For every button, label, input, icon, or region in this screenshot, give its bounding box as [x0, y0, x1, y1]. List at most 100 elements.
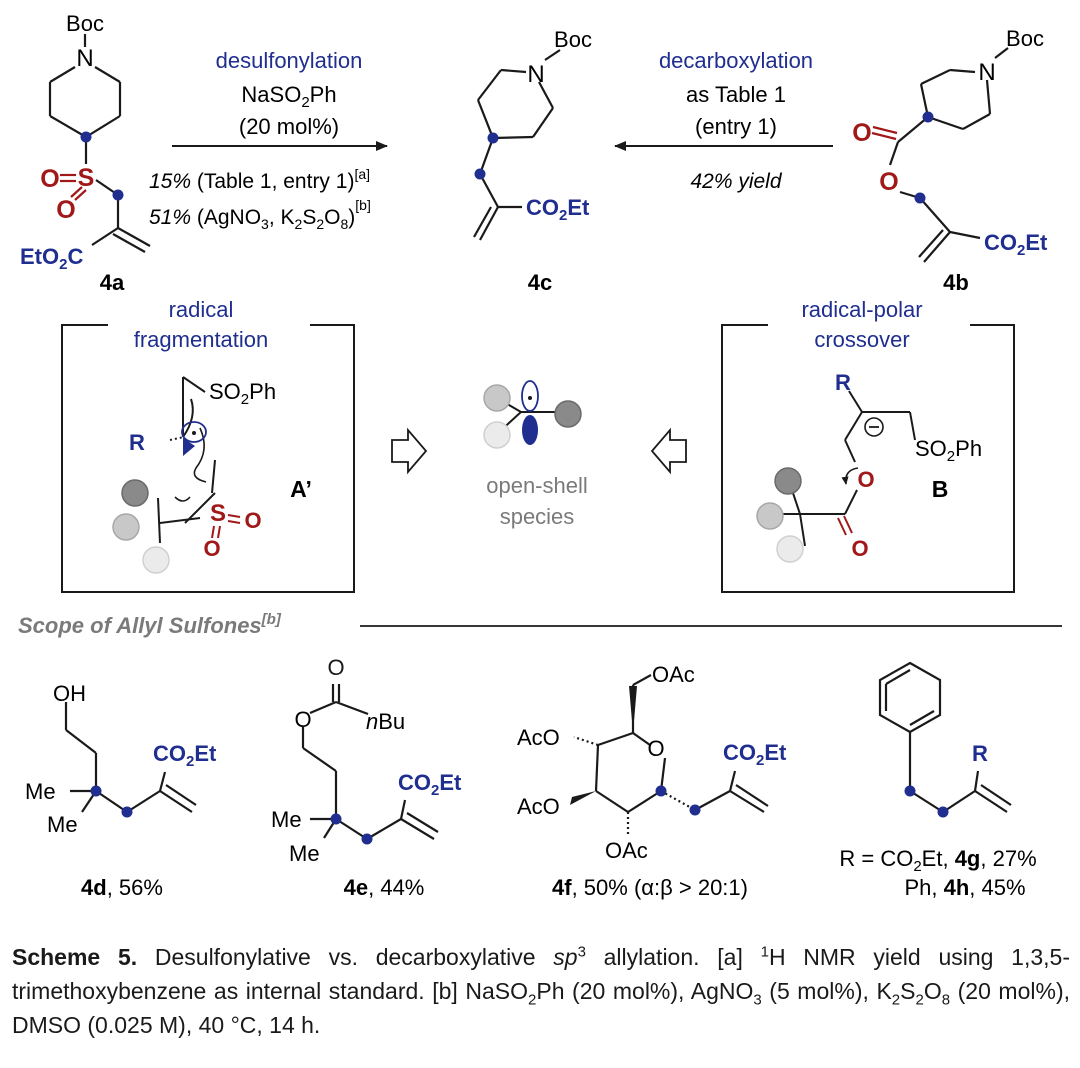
intermediate-label-b: B	[932, 476, 949, 502]
fragmentation-title-1: radical	[169, 297, 234, 322]
radical-dot	[904, 785, 916, 797]
o-label-4a-1: O	[40, 165, 59, 193]
open-shell-species-model	[483, 380, 582, 449]
co2et-label-4e: CO2Et	[398, 770, 462, 799]
o-label-b-1: O	[857, 467, 874, 492]
caption-text: Ph (20 mol%), AgNO	[536, 978, 754, 1004]
open-shell-label-2: species	[500, 504, 575, 529]
n-label-4a: N	[76, 45, 93, 72]
yield-4h: Ph, 4h, 45%	[904, 875, 1025, 900]
compound-4c	[473, 49, 561, 241]
co2et-label-4b: CO2Et	[984, 230, 1048, 259]
aco-label-4f-2: AcO	[517, 794, 560, 819]
yield-4f: 4f, 50% (α:β > 20:1)	[552, 875, 748, 900]
o-label-4f: O	[647, 736, 664, 761]
oac-label-4f-2: OAc	[605, 838, 648, 863]
r-group-b: R	[835, 370, 851, 395]
radical-dot	[914, 192, 926, 204]
yield-4g: R = CO2Et, 4g, 27%	[839, 846, 1036, 875]
open-shell-label-1: open-shell	[486, 473, 588, 498]
boc-label-4b: Boc	[1006, 26, 1044, 51]
caption-sup: 1	[760, 943, 769, 961]
yield-4e: 4e, 44%	[344, 875, 425, 900]
intermediate-label-a: A’	[290, 476, 312, 502]
o-label-b-2: O	[851, 536, 868, 561]
scope-title: Scope of Allyl Sulfones[b]	[18, 611, 282, 638]
radical-dot	[689, 804, 701, 816]
boc-label-4c: Boc	[554, 27, 592, 52]
intermediate-a-structure	[157, 376, 216, 544]
o-label-4a-2: O	[56, 196, 75, 224]
compound-label-4c: 4c	[528, 270, 552, 295]
o-label-a-2: O	[203, 536, 220, 561]
so2ph-label-a: SO2Ph	[209, 379, 276, 408]
aco-label-4f-1: AcO	[517, 725, 560, 750]
caption-text: (5 mol%), K	[761, 978, 892, 1004]
nbu-label-4e: nBu	[366, 709, 405, 734]
decarboxylation-label: decarboxylation	[659, 48, 813, 73]
me-label-4d-2: Me	[47, 812, 78, 837]
o-label-a-1: O	[244, 508, 261, 533]
eto2c-label-4a: EtO2C	[20, 244, 83, 273]
oh-label-4d: OH	[53, 681, 86, 706]
yield-4d: 4d, 56%	[81, 875, 163, 900]
o-label-4b-1: O	[852, 119, 871, 147]
caption-sup: 3	[577, 943, 586, 961]
fragmentation-title-2: fragmentation	[134, 327, 269, 352]
s-label-4a: S	[78, 164, 95, 192]
crossover-title-2: crossover	[814, 327, 909, 352]
co2et-label-4f: CO2Et	[723, 740, 787, 769]
compound-4a	[48, 34, 151, 253]
caption-text: Desulfonylative vs. decarboxylative	[137, 944, 554, 970]
caption-text: S	[900, 978, 916, 1004]
fragmentation-box	[61, 324, 355, 593]
crossover-title-1: radical-polar	[801, 297, 922, 322]
radical-dot	[655, 785, 667, 797]
n-label-4b: N	[978, 59, 995, 86]
compound-label-4a: 4a	[100, 270, 125, 295]
so2ph-label-b: SO2Ph	[915, 436, 982, 465]
crossover-box	[721, 324, 1015, 593]
yield-agno3: 51% (AgNO3, K2S2O8)[b]	[149, 197, 371, 232]
me-label-4d-1: Me	[25, 779, 56, 804]
compound-4g-4h	[878, 661, 1012, 813]
caption-sp3: sp	[553, 944, 578, 970]
o-label-4b-2: O	[879, 168, 898, 196]
n-label-4c: N	[527, 61, 544, 88]
scheme-caption: Scheme 5. Desulfonylative vs. decarboxyl…	[12, 940, 1070, 1042]
caption-text: H NMR yield using 1,3,5-trimethoxybenzen…	[12, 944, 1070, 1004]
radical-dot	[80, 131, 92, 143]
radical-dot	[922, 111, 934, 123]
radical-dot	[90, 785, 102, 797]
yield-entry1: 15% (Table 1, entry 1)[a]	[149, 166, 370, 193]
substituent-sphere	[121, 479, 149, 507]
substituent-sphere	[774, 467, 802, 495]
desulfonylation-label: desulfonylation	[216, 48, 363, 73]
r-group-4g: R	[972, 741, 988, 766]
wedge-bond	[570, 791, 596, 805]
caption-sub: 8	[941, 991, 951, 1009]
radical-dot	[487, 132, 499, 144]
radical-dot	[330, 813, 342, 825]
oac-label-4f-1: OAc	[652, 662, 695, 687]
reagent-naso2ph: NaSO2Ph	[241, 82, 336, 111]
caption-sub: 2	[915, 991, 924, 1009]
radical-dot	[937, 806, 949, 818]
caption-sub: 3	[753, 991, 762, 1009]
hollow-arrow-left-icon	[650, 427, 687, 475]
o-label-4e-1: O	[327, 655, 344, 680]
radical-electron-icon	[192, 431, 196, 435]
substituent-sphere	[142, 546, 170, 574]
s-label-a: S	[210, 500, 226, 527]
caption-sub: 2	[891, 991, 901, 1009]
caption-sub: 2	[528, 991, 537, 1009]
intermediate-b-structure	[775, 390, 916, 547]
conditions-line: as Table 1	[686, 82, 786, 107]
compound-4e	[301, 684, 439, 840]
radical-dot	[361, 833, 373, 845]
compound-label-4b: 4b	[943, 270, 969, 295]
radical-dot	[121, 806, 133, 818]
caption-text: (20 mol%), DMSO (0.025 M), 40 °C, 14 h.	[12, 978, 1070, 1038]
radical-dot	[112, 189, 124, 201]
boc-label-4a: Boc	[66, 11, 104, 36]
